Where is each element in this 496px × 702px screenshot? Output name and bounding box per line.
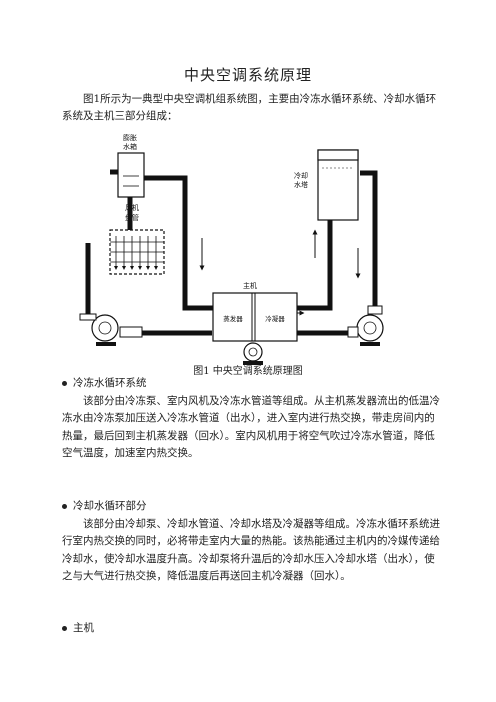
main-unit: 主机 蒸发器 冷凝器 <box>212 281 298 365</box>
cooling-tower-label-2: 水塔 <box>294 180 308 189</box>
fan-coil: 风机 盘管 <box>109 203 165 275</box>
cooling-water-pump <box>347 305 384 346</box>
section-heading: 冷冻水循环系统 <box>73 377 147 389</box>
pipes <box>85 167 378 336</box>
chilled-water-pump <box>79 313 143 346</box>
expansion-tank-label-2: 水箱 <box>123 142 137 151</box>
main-unit-label: 主机 <box>243 281 257 290</box>
bullet-dot <box>62 626 67 632</box>
expansion-tank: 膨胀 水箱 <box>117 133 145 198</box>
section-main-unit: 主机 <box>62 620 442 638</box>
expansion-tank-label-1: 膨胀 <box>123 133 137 142</box>
evaporator-label: 蒸发器 <box>223 314 243 323</box>
system-diagram: 膨胀 水箱 冷却 水塔 风机 盘管 <box>79 133 384 365</box>
cooling-tower-label-1: 冷却 <box>294 171 308 180</box>
section-body: 该部分由冷却泵、冷却水管道、冷却水塔及冷凝器等组成。冷冻水循环系统进行室内热交换… <box>62 517 440 583</box>
fan-coil-label-1: 风机 <box>125 203 139 212</box>
condenser-label: 冷凝器 <box>265 314 285 323</box>
section-cooling-water: 冷却水循环部分 该部分由冷却泵、冷却水管道、冷却水塔及冷凝器等组成。冷冻水循环系… <box>62 498 442 586</box>
section-chilled-water: 冷冻水循环系统 该部分由冷冻泵、室内风机及冷冻水管道等组成。从主机蒸发器流出的低… <box>62 375 442 463</box>
section-heading: 冷却水循环部分 <box>73 500 147 512</box>
bullet-dot <box>62 381 67 387</box>
fan-coil-label-2: 盘管 <box>125 213 139 222</box>
bullet-dot <box>62 504 67 510</box>
intro-paragraph: 图1所示为一典型中央空调机组系统图，主要由冷冻水循环系统、冷却水循环系统及主机三… <box>62 93 437 122</box>
cooling-tower: 冷却 水塔 <box>294 149 359 221</box>
section-body: 该部分由冷冻泵、室内风机及冷冻水管道等组成。从主机蒸发器流出的低温冷冻水由冷冻泵… <box>62 394 440 460</box>
figure-caption: 图1 中央空调系统原理图 <box>193 366 303 377</box>
section-heading: 主机 <box>73 622 94 634</box>
page-title: 中央空调系统原理 <box>183 66 312 84</box>
